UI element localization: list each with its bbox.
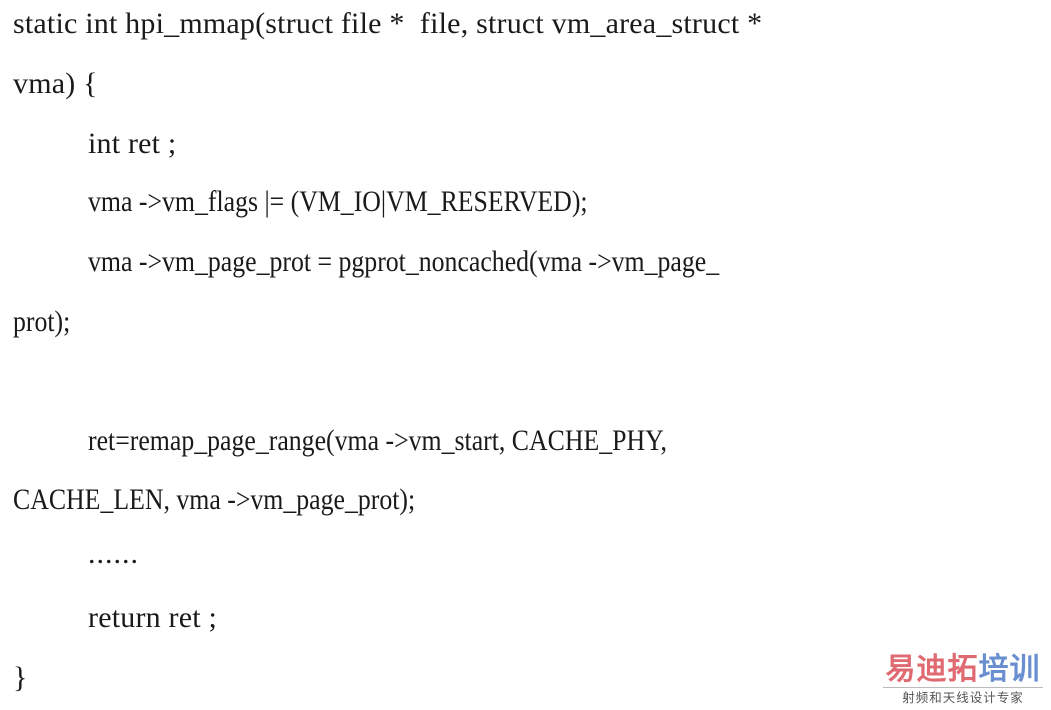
code-line-ellipsis: ...... — [88, 537, 139, 570]
code-line-declare-ret: int ret ; — [88, 127, 177, 160]
code-line-function-signature: static int hpi_mmap(struct file * file, … — [13, 7, 763, 40]
watermark-title-red: 易迪拓 — [885, 652, 979, 687]
code-line-remap-page-range: ret=remap_page_range(vma ->vm_start, CAC… — [88, 424, 667, 457]
code-line-signature-continuation: vma) { — [13, 67, 98, 100]
code-line-page-prot-continuation: prot); — [13, 305, 71, 338]
watermark-subtitle: 射频和天线设计专家 — [883, 687, 1043, 706]
code-line-return: return ret ; — [88, 601, 218, 634]
watermark-title-blue: 培训 — [978, 652, 1041, 687]
code-line-set-flags: vma ->vm_flags |= (VM_IO|VM_RESERVED); — [88, 185, 588, 218]
watermark-title: 易迪拓培训 — [883, 653, 1043, 687]
watermark-logo: 易迪拓培训 射频和天线设计专家 — [883, 653, 1043, 706]
code-line-remap-continuation: CACHE_LEN, vma ->vm_page_prot); — [13, 483, 416, 516]
code-line-closing-brace: } — [13, 661, 28, 694]
code-line-set-page-prot: vma ->vm_page_prot = pgprot_noncached(vm… — [88, 245, 720, 278]
